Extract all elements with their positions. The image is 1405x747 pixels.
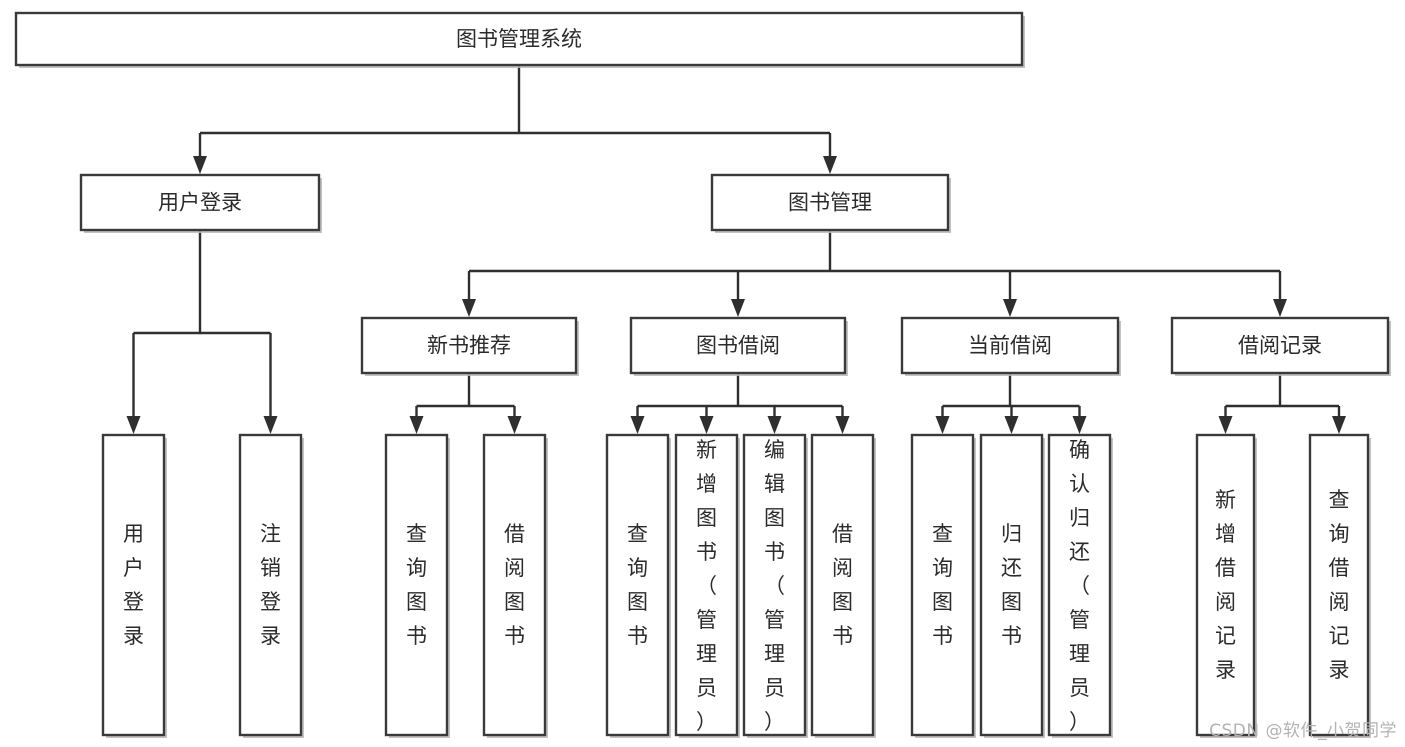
arrow-head-icon bbox=[193, 156, 207, 174]
node-box[interactable] bbox=[1308, 433, 1370, 737]
node-leaf-query-book-rec[interactable]: 查询图书 bbox=[384, 433, 450, 738]
node-box[interactable] bbox=[900, 316, 1120, 375]
node-label: 用户登录 bbox=[158, 191, 242, 215]
arrow-head-icon bbox=[1003, 299, 1017, 317]
arrow-head-icon bbox=[1332, 416, 1346, 434]
node-box[interactable] bbox=[1047, 433, 1112, 737]
node-current-borrow[interactable]: 当前借阅 bbox=[900, 316, 1121, 376]
node-box[interactable] bbox=[384, 433, 449, 737]
node-label: 借阅图书 bbox=[832, 522, 853, 648]
arrow-head-icon bbox=[263, 416, 278, 434]
node-label: 归还图书 bbox=[1001, 522, 1022, 648]
node-leaf-user-logout[interactable]: 注销登录 bbox=[238, 433, 304, 738]
node-leaf-query-book[interactable]: 查询图书 bbox=[605, 433, 671, 738]
node-box[interactable] bbox=[482, 433, 547, 737]
node-box[interactable] bbox=[79, 173, 321, 232]
node-label: 确认归还（管理员） bbox=[1069, 438, 1090, 734]
node-label: 查询图书 bbox=[932, 522, 953, 648]
connector-group-book-borrow bbox=[630, 373, 850, 434]
node-box[interactable] bbox=[101, 433, 166, 737]
node-label: 查询图书 bbox=[406, 522, 427, 648]
arrow-head-icon bbox=[462, 299, 476, 317]
arrow-head-icon bbox=[507, 416, 522, 434]
node-label: 新增图书（管理员） bbox=[696, 438, 717, 734]
node-leaf-query-record[interactable]: 查询借阅记录 bbox=[1308, 433, 1371, 738]
node-label: 图书借阅 bbox=[696, 334, 780, 358]
node-label: 查询借阅记录 bbox=[1329, 488, 1350, 682]
node-label: 新增借阅记录 bbox=[1215, 488, 1236, 682]
node-label: 新书推荐 bbox=[427, 334, 511, 358]
watermark-label: CSDN @软件_小贺同学 bbox=[1209, 721, 1397, 741]
connectors-layer bbox=[126, 65, 1346, 434]
node-leaf-edit-book[interactable]: 编辑图书（管理员） bbox=[742, 433, 808, 738]
nodes-layer: 图书管理系统用户登录图书管理新书推荐图书借阅当前借阅借阅记录用户登录注销登录查询… bbox=[14, 11, 1391, 738]
node-box[interactable] bbox=[674, 433, 739, 737]
node-box[interactable] bbox=[238, 433, 303, 737]
node-box[interactable] bbox=[810, 433, 875, 737]
node-box[interactable] bbox=[1170, 316, 1390, 375]
arrow-head-icon bbox=[699, 416, 714, 434]
node-label: 编辑图书（管理员） bbox=[764, 438, 785, 734]
node-leaf-borrow-book[interactable]: 借阅图书 bbox=[810, 433, 876, 738]
node-label: 借阅记录 bbox=[1238, 334, 1322, 358]
arrow-head-icon bbox=[1273, 299, 1287, 317]
arrow-head-icon bbox=[1004, 416, 1019, 434]
arrow-head-icon bbox=[630, 416, 645, 434]
node-new-book-rec[interactable]: 新书推荐 bbox=[360, 316, 579, 376]
node-leaf-return-book[interactable]: 归还图书 bbox=[979, 433, 1045, 738]
arrow-head-icon bbox=[935, 416, 950, 434]
node-leaf-user-login[interactable]: 用户登录 bbox=[101, 433, 167, 738]
node-user-login[interactable]: 用户登录 bbox=[79, 173, 322, 233]
node-box[interactable] bbox=[1195, 433, 1256, 737]
node-box[interactable] bbox=[910, 433, 975, 737]
node-label: 图书管理 bbox=[788, 191, 872, 215]
connector-group-root bbox=[193, 65, 837, 174]
connector-group-user-login bbox=[126, 230, 278, 434]
node-box[interactable] bbox=[14, 11, 1024, 67]
connector-group-new-book-rec bbox=[409, 373, 522, 434]
arrow-head-icon bbox=[1072, 416, 1087, 434]
node-box[interactable] bbox=[605, 433, 670, 737]
node-label: 注销登录 bbox=[260, 522, 281, 648]
node-leaf-borrow-book-rec[interactable]: 借阅图书 bbox=[482, 433, 548, 738]
node-label: 查询图书 bbox=[627, 522, 648, 648]
arrow-head-icon bbox=[731, 299, 745, 317]
node-leaf-confirm-return[interactable]: 确认归还（管理员） bbox=[1047, 433, 1113, 738]
node-label: 用户登录 bbox=[123, 522, 144, 648]
arrow-head-icon bbox=[767, 416, 782, 434]
node-label: 当前借阅 bbox=[968, 334, 1052, 358]
connector-group-borrow-record bbox=[1218, 373, 1346, 434]
arrow-head-icon bbox=[126, 416, 141, 434]
connector-group-current-borrow bbox=[935, 373, 1087, 434]
node-root[interactable]: 图书管理系统 bbox=[14, 11, 1025, 68]
node-box[interactable] bbox=[979, 433, 1044, 737]
node-book-borrow[interactable]: 图书借阅 bbox=[629, 316, 848, 376]
node-leaf-query-book-cur[interactable]: 查询图书 bbox=[910, 433, 976, 738]
node-label: 图书管理系统 bbox=[456, 27, 582, 51]
node-label: 借阅图书 bbox=[504, 522, 525, 648]
connector-group-book-manage bbox=[462, 230, 1287, 317]
arrow-head-icon bbox=[823, 156, 837, 174]
node-leaf-add-record[interactable]: 新增借阅记录 bbox=[1195, 433, 1257, 738]
node-borrow-record[interactable]: 借阅记录 bbox=[1170, 316, 1391, 376]
node-box[interactable] bbox=[360, 316, 578, 375]
node-box[interactable] bbox=[629, 316, 847, 375]
arrow-head-icon bbox=[835, 416, 850, 434]
node-box[interactable] bbox=[710, 173, 950, 232]
node-book-manage[interactable]: 图书管理 bbox=[710, 173, 951, 233]
arrow-head-icon bbox=[1218, 416, 1233, 434]
node-box[interactable] bbox=[742, 433, 807, 737]
arrow-head-icon bbox=[409, 416, 424, 434]
node-leaf-add-book[interactable]: 新增图书（管理员） bbox=[674, 433, 740, 738]
